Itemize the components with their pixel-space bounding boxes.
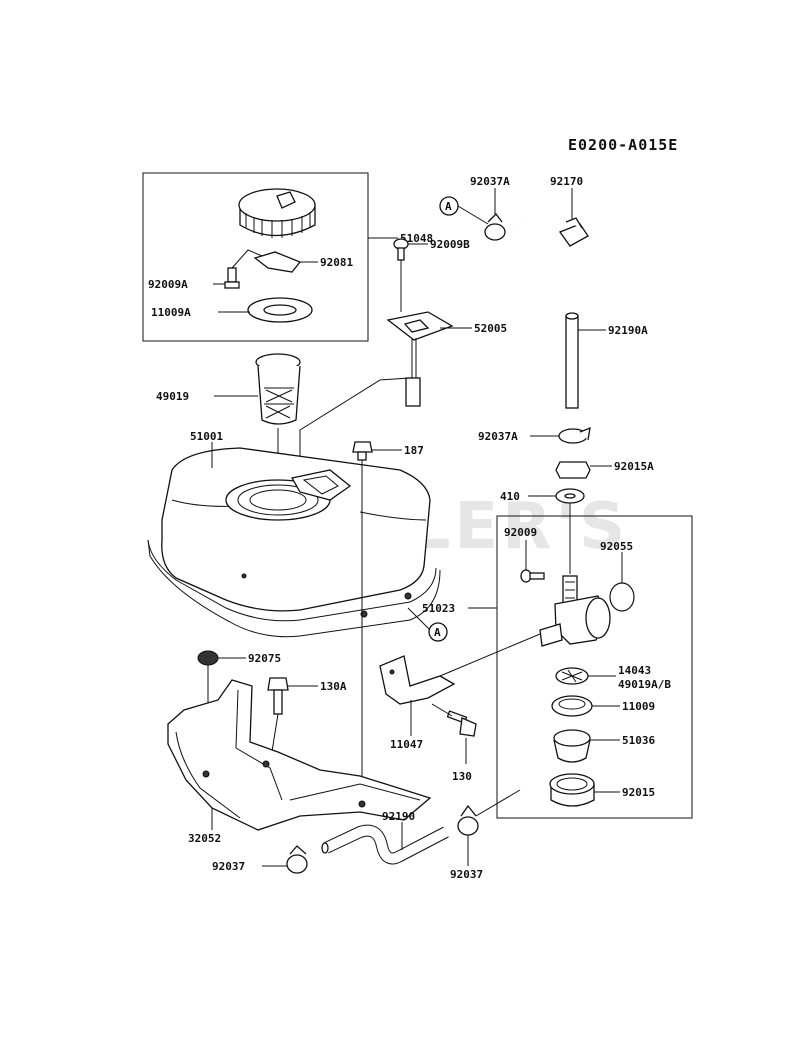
label-51036: 51036 [622, 734, 655, 747]
label-51001: 51001 [190, 430, 223, 443]
bracket-11047-part [379, 655, 456, 705]
clamp-92037-right-part [457, 804, 479, 836]
label-52005: 52005 [474, 322, 507, 335]
fuel-tank-51001-part [147, 447, 441, 638]
fuel-gauge-52005-part [386, 311, 454, 407]
label-92190A: 92190A [608, 324, 648, 337]
clamp-92037A-mid-part [558, 426, 591, 444]
guard-32052-part [167, 679, 432, 831]
hose-92190A-part [565, 312, 579, 409]
strainer-49019-part [255, 353, 301, 425]
label-11047: 11047 [390, 738, 423, 751]
label-187: 187 [404, 444, 424, 457]
diagram-code: E0200-A015E [568, 136, 678, 154]
label-92037-left: 92037 [212, 860, 245, 873]
label-92075: 92075 [248, 652, 281, 665]
label-92037A-mid: 92037A [478, 430, 518, 443]
label-32052: 32052 [188, 832, 221, 845]
label-92190: 92190 [382, 810, 415, 823]
label-92037A-top: 92037A [470, 175, 510, 188]
clamp-92037-left-part [286, 845, 308, 874]
bolt-130A-part [267, 677, 289, 715]
screw-92009B-part [393, 238, 409, 261]
label-49019AB: 49019A/B [618, 678, 671, 691]
label-92170: 92170 [550, 175, 583, 188]
label-92009A: 92009A [148, 278, 188, 291]
label-410: 410 [500, 490, 520, 503]
label-92055: 92055 [600, 540, 633, 553]
label-92015A: 92015A [614, 460, 654, 473]
cup-51036-part [553, 729, 591, 763]
label-92081: 92081 [320, 256, 353, 269]
cap-92075-part [197, 650, 219, 666]
fuel-cock-kit-box [496, 515, 693, 819]
label-130: 130 [452, 770, 472, 783]
gasket-11009-part [551, 695, 593, 717]
label-130A: 130A [320, 680, 347, 693]
vent-plate-part [253, 251, 302, 273]
label-92015: 92015 [622, 786, 655, 799]
cap-kit-box [142, 172, 369, 342]
o-ring-92055-part [609, 582, 635, 612]
label-92009: 92009 [504, 526, 537, 539]
screw-92009A-part [224, 267, 240, 289]
clamp-92037A-top-part [484, 213, 506, 241]
screw-92009-part [520, 569, 545, 583]
callout-a-top-letter: A [445, 200, 452, 213]
hose-92190-part [321, 824, 449, 865]
nut-92015A-part [555, 461, 591, 479]
callout-a-tank [428, 622, 448, 642]
bolt-187-part [352, 441, 373, 461]
label-92037-right: 92037 [450, 868, 483, 881]
label-11009A: 11009A [151, 306, 191, 319]
bolt-130-part [446, 710, 477, 737]
label-51023: 51023 [422, 602, 455, 615]
label-11009: 11009 [622, 700, 655, 713]
gasket-11009A-part [247, 297, 313, 323]
label-14043: 14043 [618, 664, 651, 677]
label-51048: 51048 [400, 232, 433, 245]
nut-92015-part [549, 773, 595, 807]
washer-410-part [555, 488, 585, 504]
label-92009B: 92009B [430, 238, 470, 251]
label-49019: 49019 [156, 390, 189, 403]
fuel-cock-body-part [539, 575, 611, 647]
filter-screen-14043-part [555, 667, 589, 685]
fuel-cap-part [238, 188, 316, 238]
clamp-92170-part [558, 217, 589, 247]
callout-a-tank-letter: A [434, 626, 441, 639]
